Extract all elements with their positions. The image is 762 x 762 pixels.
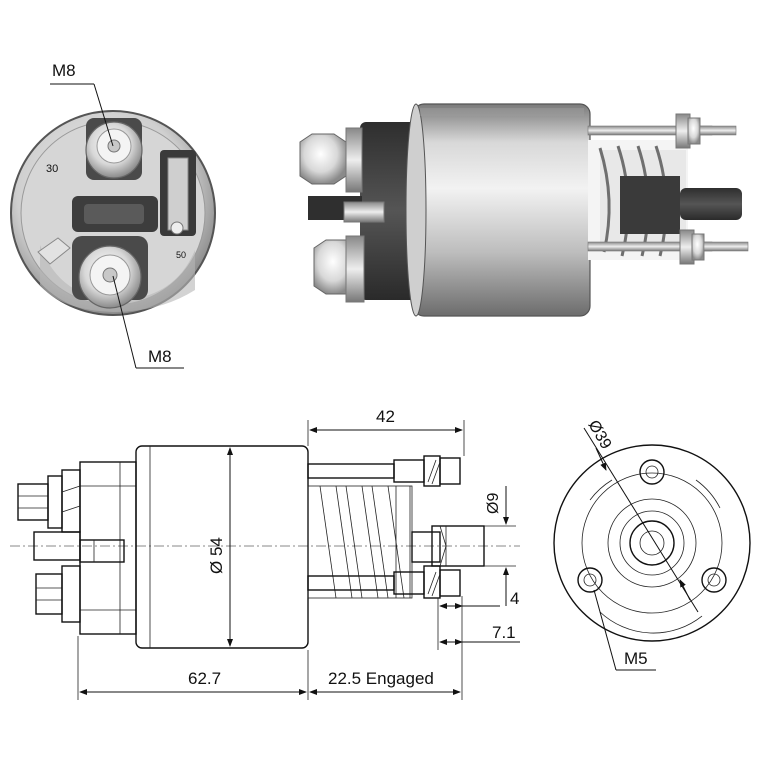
callout-lower-label: M8 (148, 347, 172, 366)
dim-front-length: 42 (307, 407, 465, 456)
dim-7-1-label: 7.1 (492, 623, 516, 642)
dim-plunger-diameter: Ø9 (484, 486, 516, 606)
dim-4-label: 4 (510, 589, 519, 608)
bolt-size-label: M5 (624, 649, 648, 668)
callout-upper-label: M8 (52, 61, 76, 80)
overall-length-label: 62.7 (188, 669, 221, 688)
stamp-30: 30 (46, 163, 58, 175)
end-view-drawing: Ø39 M5 (553, 418, 751, 671)
dim-overall-length: 62.7 (77, 636, 309, 700)
callout-lower: M8 (112, 275, 184, 369)
dim-7-1: 7.1 (439, 623, 520, 645)
front-length-label: 42 (376, 407, 395, 426)
end-cap-photo: 30 50 (10, 110, 216, 316)
bolt-hole-right (701, 567, 727, 593)
body-diameter-label: Ø 54 (207, 537, 226, 574)
engaged-travel-label: 22.5 Engaged (328, 669, 434, 688)
stamp-50: 50 (176, 250, 186, 260)
dim-4: 4 (437, 589, 519, 650)
callout-upper: M8 (50, 61, 114, 147)
side-photo (299, 103, 749, 317)
dim-engaged-travel: 22.5 Engaged (309, 596, 463, 700)
upper-terminal-photo (85, 118, 143, 180)
side-line-drawing (10, 445, 520, 649)
spade-terminal-photo (160, 150, 196, 236)
bolt-hole-left (577, 567, 603, 593)
dim-body-diameter: Ø 54 (207, 447, 233, 647)
plunger-diameter-label: Ø9 (485, 493, 502, 514)
lower-terminal-photo (72, 236, 148, 309)
bolt-circle-label: Ø39 (585, 418, 615, 453)
bolt-hole-top (639, 459, 665, 485)
